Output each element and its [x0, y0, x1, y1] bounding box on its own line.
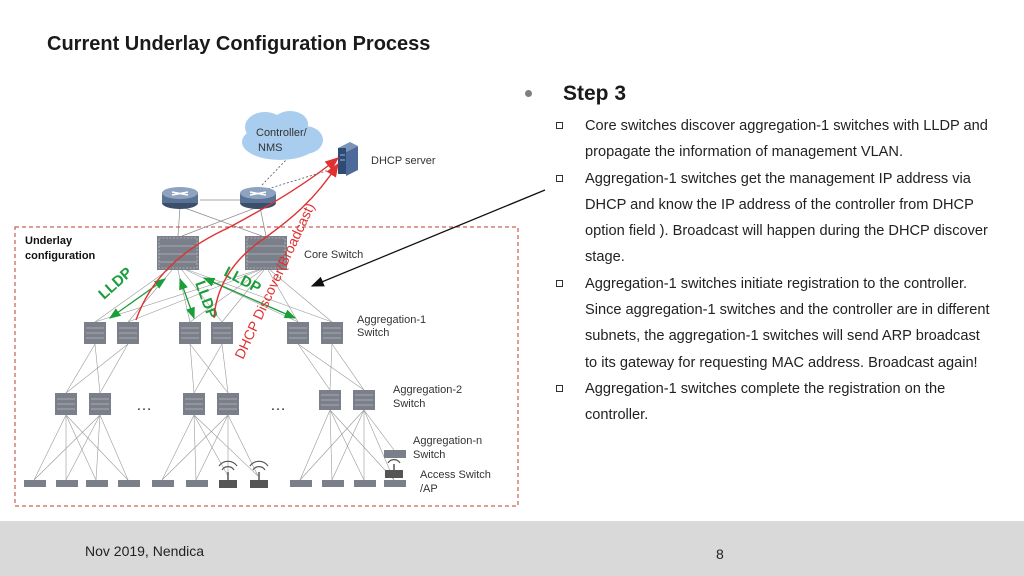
- page-title: Current Underlay Configuration Process: [47, 33, 431, 55]
- access-switch-icon: [354, 480, 376, 487]
- access-switch-icon: [152, 480, 174, 487]
- square-bullet-icon: [556, 174, 563, 182]
- footer-date-org: Nov 2019, Nendica: [85, 543, 205, 559]
- access-switch-icon: [384, 480, 406, 487]
- access-switch-icon: [118, 480, 140, 487]
- underlay-boundary: [14, 226, 519, 507]
- bullet-text: Aggregation-1 switches get the managemen…: [585, 170, 988, 266]
- access-switch-icon: [56, 480, 78, 487]
- access-switch-icon: [290, 480, 312, 487]
- controller-cloud-icon: [242, 111, 323, 160]
- router-icon: [240, 187, 276, 209]
- ellipsis-1: …: [136, 397, 152, 414]
- bullet-text: Aggregation-1 switches initiate registra…: [585, 275, 990, 371]
- dhcp-server-icon: [338, 142, 358, 176]
- access-point-icon: [249, 460, 269, 488]
- bullet-text: Core switches discover aggregation-1 swi…: [585, 118, 988, 161]
- aggregation-2-label-2: Switch: [393, 398, 425, 410]
- square-bullet-icon: [556, 122, 563, 129]
- aggregation-n-switch-icon: [384, 450, 406, 458]
- footer-bar: Nov 2019, Nendica 8: [0, 521, 1024, 576]
- aggregation-n-label-2: Switch: [413, 449, 445, 461]
- ellipsis-2: …: [270, 397, 286, 414]
- list-item: Aggregation-1 switches get the managemen…: [553, 166, 993, 271]
- access-point-icon: [218, 460, 238, 488]
- core-switch-label: Core Switch: [304, 249, 363, 261]
- list-item: Aggregation-1 switches initiate registra…: [553, 271, 993, 376]
- access-switch-icon: [186, 480, 208, 487]
- square-bullet-icon: [556, 279, 563, 287]
- access-switch-label-1: Access Switch: [420, 469, 491, 481]
- aggregation-1-label-1: Aggregation-1: [357, 314, 426, 326]
- access-switch-icon: [24, 480, 46, 487]
- lldp-label-2: LLDP: [191, 279, 220, 322]
- core-switch-icon: [245, 236, 287, 270]
- step-bullet-dot: [525, 90, 532, 97]
- aggregation-1-label-2: Switch: [357, 327, 389, 339]
- step-heading: Step 3: [563, 82, 627, 105]
- underlay-label-2: configuration: [25, 250, 96, 262]
- aggregation-n-label-1: Aggregation-n: [413, 435, 482, 447]
- controller-label-2: NMS: [258, 142, 282, 154]
- page-number: 8: [716, 546, 724, 562]
- underlay-label-1: Underlay: [25, 235, 73, 247]
- list-item: Aggregation-1 switches complete the regi…: [553, 376, 993, 429]
- access-switch-label-2: /AP: [420, 483, 438, 495]
- core-switch-icon: [157, 236, 199, 270]
- step-bullet-list: Core switches discover aggregation-1 swi…: [553, 113, 993, 429]
- aggregation-2-label-1: Aggregation-2: [393, 384, 462, 396]
- controller-label-1: Controller/: [256, 127, 308, 139]
- dhcp-server-label: DHCP server: [371, 155, 436, 167]
- bullet-text: Aggregation-1 switches complete the regi…: [585, 380, 946, 424]
- access-point-icon: [385, 459, 403, 478]
- list-item: Core switches discover aggregation-1 swi…: [553, 113, 993, 166]
- access-switch-icon: [322, 480, 344, 487]
- square-bullet-icon: [556, 384, 563, 392]
- router-icon: [162, 187, 198, 209]
- access-switch-icon: [86, 480, 108, 487]
